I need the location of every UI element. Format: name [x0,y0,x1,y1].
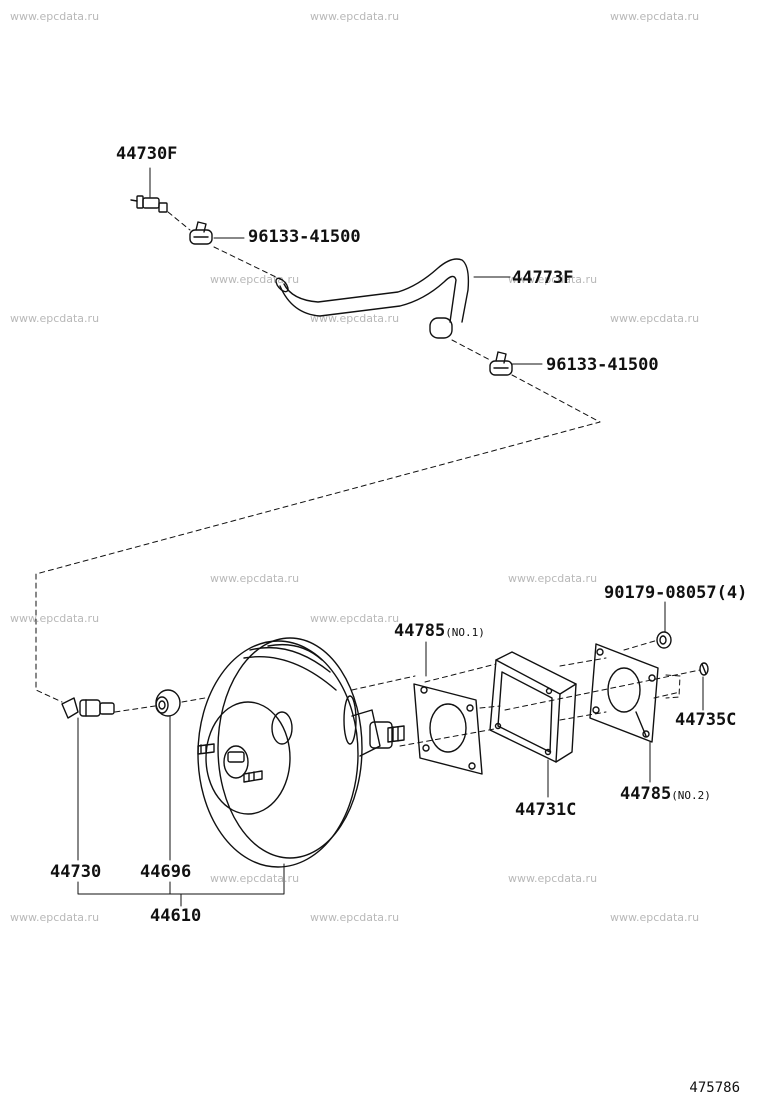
grommet-44696 [155,689,181,717]
watermark: www.epcdata.ru [610,911,700,924]
part-label-44735C[interactable]: 44735C [675,710,737,730]
part-label-96133-41500-mid[interactable]: 96133-41500 [546,355,659,375]
part-label-44785-no2[interactable]: 44785(NO.2) [620,784,711,804]
watermark: www.epcdata.ru [610,10,700,23]
check-valve-44730 [61,697,115,719]
clip-44735C [699,662,709,676]
gasket-44785-no2 [589,643,659,743]
watermark: www.epcdata.ru [508,273,598,286]
watermark: www.epcdata.ru [610,312,700,325]
part-label-44730F[interactable]: 44730F [116,144,178,164]
part-label-96133-41500-top[interactable]: 96133-41500 [248,227,361,247]
gasket-44785-no1 [413,683,483,775]
watermark: www.epcdata.ru [10,612,100,625]
watermark: www.epcdata.ru [210,872,300,885]
hose-clamp-lower [489,351,513,376]
part-label-44785-no1[interactable]: 44785(NO.1) [394,621,485,641]
part-label-44730[interactable]: 44730 [50,862,102,882]
diagram-code: 475786 [689,1080,740,1096]
watermark: www.epcdata.ru [310,10,400,23]
part-label-90179-08057[interactable]: 90179-08057(4) [604,583,748,603]
vacuum-hose-44773F [275,258,470,339]
watermark: www.epcdata.ru [508,872,598,885]
watermark: www.epcdata.ru [310,911,400,924]
brake-booster-44610 [197,637,405,868]
spacer-44731C [489,651,577,763]
nut-90179-08057 [656,631,672,649]
watermark: www.epcdata.ru [10,312,100,325]
part-label-44731C[interactable]: 44731C [515,800,577,820]
watermark: www.epcdata.ru [10,911,100,924]
leader-lines [77,167,704,907]
part-label-44773F[interactable]: 44773F [512,268,574,288]
check-valve-44730F [130,195,168,213]
assembly-lines [35,211,701,747]
watermark: www.epcdata.ru [508,572,598,585]
hose-clamp-top [189,221,213,245]
part-label-44696[interactable]: 44696 [140,862,192,882]
watermark: www.epcdata.ru [310,312,400,325]
watermark: www.epcdata.ru [310,612,400,625]
watermark: www.epcdata.ru [210,572,300,585]
watermark: www.epcdata.ru [10,10,100,23]
part-label-44610[interactable]: 44610 [150,906,202,926]
